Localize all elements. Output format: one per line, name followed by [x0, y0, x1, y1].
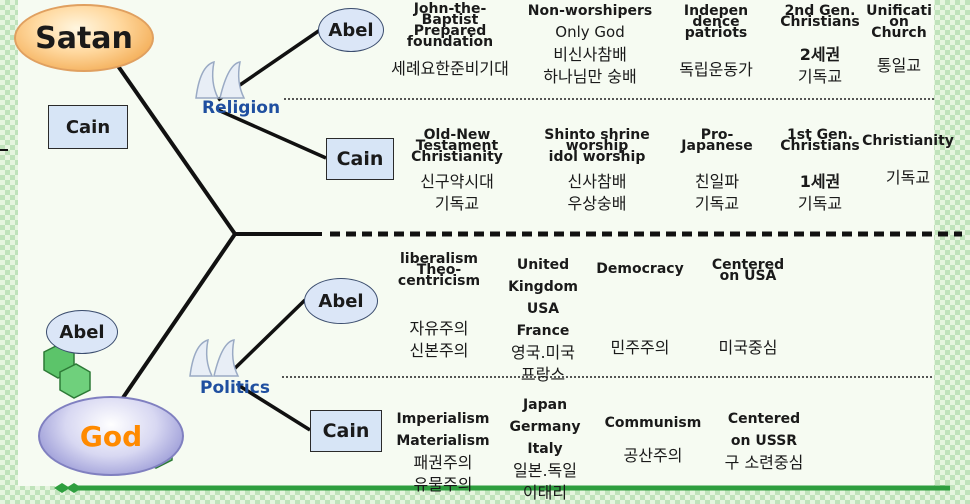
religion-shape-icon [195, 60, 246, 99]
politics-cain-col-4: Centered on USSR 구 소련중심 [724, 411, 804, 472]
cain-left-node: Cain [48, 105, 128, 149]
politics-abel-col-1: liberalism Theo- centricism 자유주의 신본주의 [397, 251, 481, 360]
politics-abel-node: Abel [304, 278, 378, 324]
abel-left-node: Abel [46, 310, 118, 354]
religion-label: Religion [202, 98, 281, 118]
politics-shape-icon [189, 338, 240, 377]
religion-cain-col-5: Christianity 기독교 [862, 133, 954, 187]
politics-abel-col-2: United Kingdom USA France 영국.미국 프랑스 [508, 257, 578, 384]
politics-abel-col-3: Democracy 민주주의 [596, 261, 684, 357]
god-node: God [38, 396, 184, 476]
diagram-panel [18, 0, 934, 486]
religion-cain-col-2: Shinto shrine worship idol worship 신사참배 … [544, 127, 650, 213]
politics-cain-col-2: Japan Germany Italy 일본.독일 이태리 [509, 397, 581, 502]
religion-abel-col-4: 2nd Gen. Christians 2세권 기독교 [780, 3, 860, 86]
religion-cain-col-1: Old-New Testament Christianity 신구약시대 기독교 [411, 127, 503, 213]
politics-cain-col-1: Imperialism Materialism 패권주의 유물주의 [396, 411, 490, 494]
religion-cain-col-3: Pro- Japanese 친일파 기독교 [681, 127, 753, 213]
religion-row-separator [284, 98, 934, 100]
politics-cain-node: Cain [310, 410, 382, 452]
politics-label: Politics [200, 378, 270, 398]
religion-abel-col-5: Unificati on Church 통일교 [866, 3, 932, 75]
politics-abel-col-4: Centered on USA 미국중심 [711, 257, 785, 357]
religion-abel-col-3: Indepen dence patriots 독립운동가 [679, 3, 753, 79]
politics-row-separator [282, 376, 932, 378]
religion-abel-col-1: John-the- Baptist Prepared foundation 세례… [391, 1, 509, 78]
religion-cain-node: Cain [326, 138, 394, 180]
religion-abel-node: Abel [318, 8, 384, 52]
politics-cain-col-3: Communism 공산주의 [604, 415, 702, 465]
religion-cain-col-4: 1st Gen. Christians 1세권 기독교 [780, 127, 860, 213]
religion-abel-col-2: Non-worshipers Only God 비신사참배 하나님만 숭배 [527, 3, 653, 86]
satan-node: Satan [14, 4, 154, 72]
